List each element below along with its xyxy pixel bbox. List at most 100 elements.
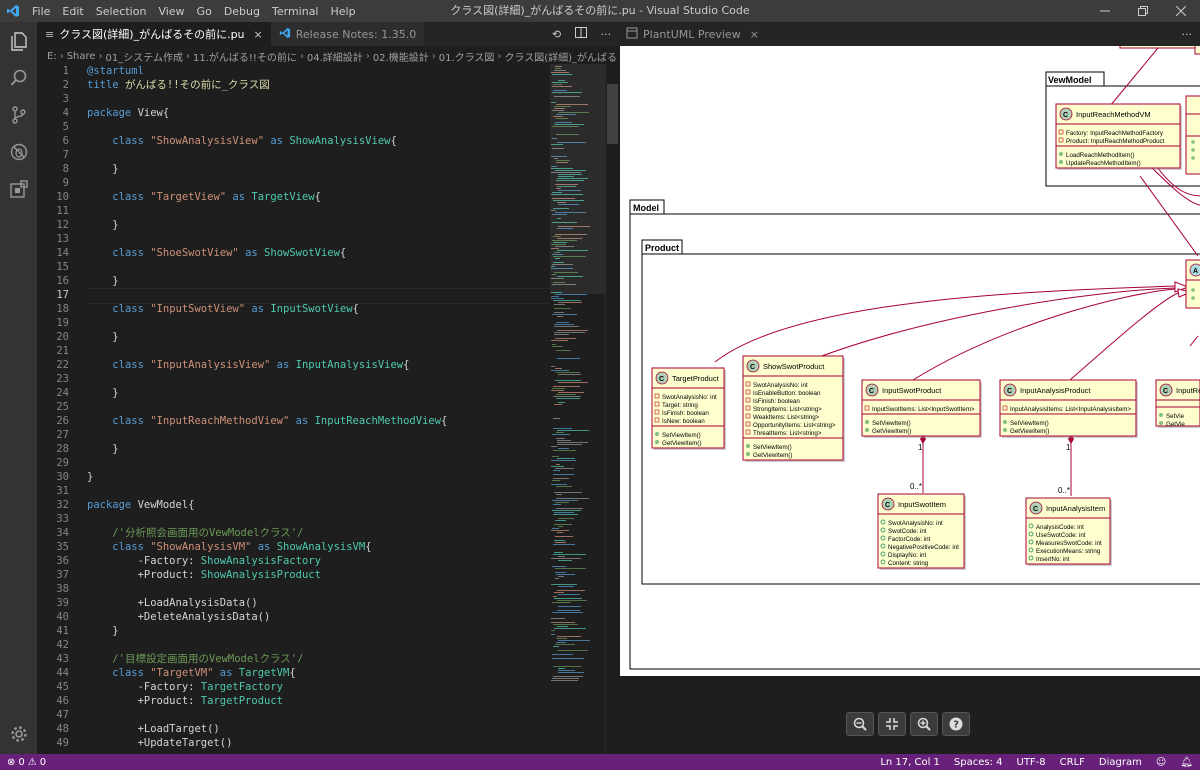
code-line[interactable]: 39 +LoadAnalysisData() [37,596,550,610]
code-line[interactable]: 11 [37,204,550,218]
code-line[interactable]: 23 [37,372,550,386]
code-line[interactable]: 12 } [37,218,550,232]
encoding[interactable]: UTF-8 [1016,756,1046,768]
code-line[interactable]: 3 [37,92,550,106]
code-line[interactable]: 41 } [37,624,550,638]
tab-class-diagram[interactable]: ≡ クラス図(詳細)_がんばるその前に.pu × [37,22,271,46]
menu-debug[interactable]: Debug [223,4,260,18]
scrollbar-thumb[interactable] [607,84,618,144]
minimap[interactable] [550,64,605,754]
code-line[interactable]: 16 } [37,274,550,288]
code-line[interactable]: 20 } [37,330,550,344]
code-line[interactable]: 34 /'分析照会画面用のVewModelクラス'/ [37,526,550,540]
menu-terminal[interactable]: Terminal [272,4,319,18]
code-line[interactable]: 5 [37,120,550,134]
more-actions-icon[interactable]: ··· [1181,27,1193,41]
code-line[interactable]: 10 class "TargetView" as TargetView{ [37,190,550,204]
abstract-product-class[interactable]: A [1185,259,1200,309]
more-actions-icon[interactable]: ··· [600,27,612,41]
zoom-in-button[interactable] [910,712,938,736]
code-line[interactable]: 1@startuml [37,64,550,78]
code-line[interactable]: 45 -Factory: TargetFactory [37,680,550,694]
code-line[interactable]: 43 /'目標設定画面用のVewModelクラス'/ [37,652,550,666]
code-line[interactable]: 13 [37,232,550,246]
code-line[interactable]: 37 +Product: ShowAnalysisProduct [37,568,550,582]
breadcrumb-item[interactable]: 04.詳細設計 [306,52,363,64]
code-line[interactable]: 24 } [37,386,550,400]
fit-to-screen-button[interactable] [878,712,906,736]
code-line[interactable]: 31 [37,484,550,498]
code-line[interactable]: 48 +LoadTarget() [37,722,550,736]
breadcrumb-item[interactable]: 01.クラス図 [438,52,495,64]
breadcrumb-item[interactable]: クラス図(詳細)_がんばるその [504,52,618,64]
code-line[interactable]: 17 [37,288,550,304]
code-line[interactable]: 35 class "ShowAnalysisVM" as ShowAnalysi… [37,540,550,554]
code-line[interactable]: 21 [37,344,550,358]
code-line[interactable]: 46 +Product: TargetProduct [37,694,550,708]
settings-gear-icon[interactable] [0,715,37,752]
menu-go[interactable]: Go [196,4,212,18]
menu-view[interactable]: View [158,4,185,18]
breadcrumb-item[interactable]: 02.機能設計 [372,52,429,64]
source-control-icon[interactable] [0,96,37,133]
breadcrumb-item[interactable]: 11.がんばる!!その前に [192,52,297,64]
help-button[interactable]: ? [942,712,970,736]
notifications-bell-icon[interactable]: 🔔︎ [1180,756,1193,768]
minimize-button[interactable] [1086,0,1124,22]
feedback-smiley-icon[interactable]: ☺ [1155,756,1167,768]
explorer-icon[interactable] [0,22,37,59]
menu-help[interactable]: Help [330,4,356,18]
code-line[interactable]: 8 } [37,162,550,176]
tab-plantuml-preview[interactable]: PlantUML Preview × [618,22,767,46]
code-line[interactable]: 29 [37,456,550,470]
menu-edit[interactable]: Edit [62,4,84,18]
close-tab-icon[interactable]: × [253,27,263,41]
code-line[interactable]: 6 class "ShowAnalysisView" as ShowAnalys… [37,134,550,148]
code-line[interactable]: 26 class "InputReachMethodView" as Input… [37,414,550,428]
menu-selection[interactable]: Selection [95,4,147,18]
uml-diagram[interactable]: VewModel Model Product [620,46,1200,676]
code-line[interactable]: 22 class "InputAnalysisView" as InputAna… [37,358,550,372]
tab-release-notes[interactable]: Release Notes: 1.35.0 [270,22,425,46]
close-window-button[interactable] [1162,0,1200,22]
code-line[interactable]: 14 class "ShoeSwotView" as ShowSwotView{ [37,246,550,260]
breadcrumb-item[interactable]: 01_システム作成 [105,52,183,64]
debug-icon[interactable] [0,133,37,170]
restore-button[interactable] [1124,0,1162,22]
code-line[interactable]: 28 } [37,442,550,456]
zoom-out-button[interactable] [846,712,874,736]
search-icon[interactable] [0,59,37,96]
cursor-position[interactable]: Ln 17, Col 1 [880,756,940,768]
open-changes-icon[interactable]: ⟲ [551,27,562,41]
code-line[interactable]: 9 [37,176,550,190]
code-line[interactable]: 47 [37,708,550,722]
code-line[interactable]: 15 [37,260,550,274]
indentation[interactable]: Spaces: 4 [953,756,1003,768]
menu-file[interactable]: File [32,4,51,18]
breadcrumb-item[interactable]: Share [66,50,96,62]
problems-indicator[interactable]: ⊗0 ⚠0 [0,757,53,768]
code-line[interactable]: 27 [37,428,550,442]
code-line[interactable]: 42 [37,638,550,652]
code-line[interactable]: 25 [37,400,550,414]
code-line[interactable]: 30} [37,470,550,484]
split-editor-icon[interactable] [574,27,587,41]
language-mode[interactable]: Diagram [1098,756,1142,768]
code-line[interactable]: 19 [37,316,550,330]
code-line[interactable]: 49 +UpdateTarget() [37,736,550,750]
code-line[interactable]: 44 class "TargetVM" as TargetVM{ [37,666,550,680]
line-ending[interactable]: CRLF [1059,756,1085,768]
editor-scrollbar[interactable] [605,64,618,754]
code-line[interactable]: 18 class "InputSwotView" as InputSwotVie… [37,302,550,316]
